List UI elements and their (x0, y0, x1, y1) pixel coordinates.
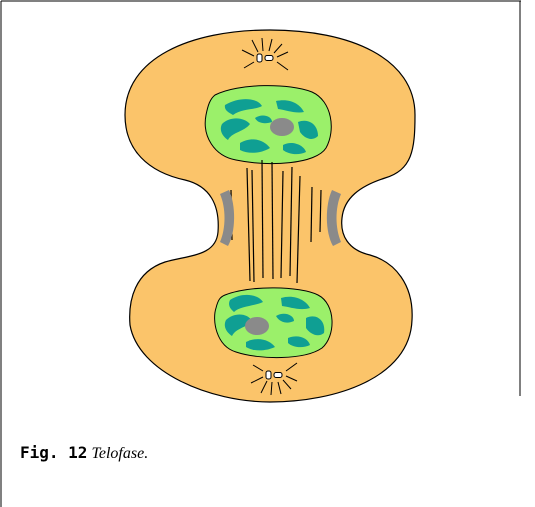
figure-caption: Fig. 12 Telofase. (20, 443, 148, 464)
nucleus-bottom (215, 288, 332, 358)
figure-caption-text: Telofase. (91, 445, 148, 462)
nucleolus-top (270, 118, 294, 136)
figure-label: Fig. 12 (20, 443, 87, 462)
nucleus-top (205, 86, 331, 164)
nucleolus-bottom (245, 317, 269, 335)
